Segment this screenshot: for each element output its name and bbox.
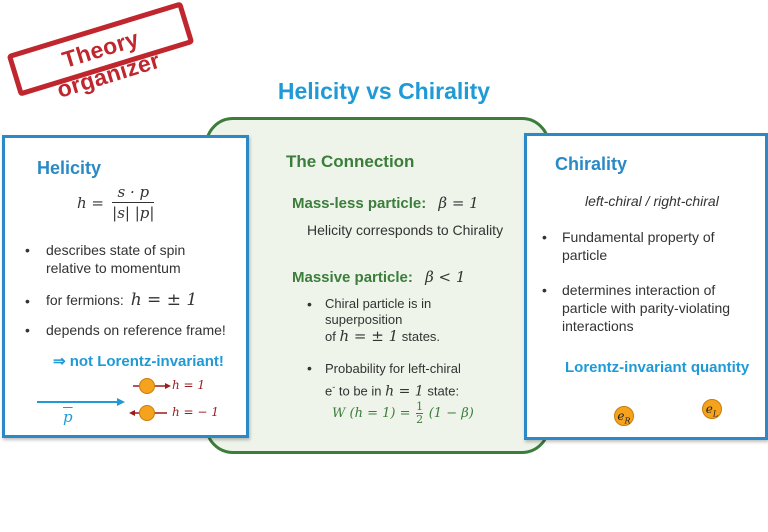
massless-text: Helicity corresponds to Chirality — [307, 222, 504, 238]
chirality-heading: Chirality — [555, 154, 628, 174]
helicity-bullet-fermions: for fermions: h = ± 1 — [46, 290, 198, 310]
particle-upper — [139, 378, 155, 394]
massive-condition: β < 1 — [425, 268, 466, 286]
helicity-bullet-spin: describes state of spin relative to mome… — [46, 242, 186, 276]
fermion-helicity-value: h = ± 1 — [130, 290, 198, 310]
chirality-bullet-interaction: determines interaction of particle with … — [562, 282, 731, 334]
chirality-subtitle: left-chiral / right-chiral — [585, 193, 719, 209]
massless-condition: β = 1 — [438, 194, 479, 212]
connection-heading: The Connection — [286, 152, 415, 171]
massive-bullet-probability: Probability for left-chiral e- to be in … — [325, 361, 461, 400]
particle-lower — [139, 405, 155, 421]
chirality-bullet-fundamental: Fundamental property of particle — [562, 229, 715, 263]
helicity-heading: Helicity — [37, 158, 102, 178]
spin-arrow-down-head — [129, 410, 135, 416]
chirality-panel: Chirality left-chiral / right-chiral • F… — [524, 133, 768, 440]
probability-formula: W (h = 1) = 1 2 (1 − β) — [332, 400, 474, 426]
helicity-minus-label: h = − 1 — [172, 405, 219, 419]
spin-arrow-up-head — [165, 383, 171, 389]
massless-label: Mass-less particle: β = 1 — [292, 194, 479, 212]
helicity-panel: Helicity h = s · p |s| |p| • describes s… — [2, 135, 249, 438]
helicity-formula: h = s · p |s| |p| — [77, 183, 155, 222]
page-title: Helicity vs Chirality — [277, 78, 491, 104]
helicity-bullet-frame: depends on reference frame! — [46, 322, 226, 338]
right-chiral-electron: eR — [614, 406, 634, 426]
chirality-conclusion: Lorentz-invariant quantity — [565, 359, 750, 376]
massive-label: Massive particle: β < 1 — [292, 268, 466, 286]
helicity-plus-label: h = 1 — [172, 378, 206, 392]
helicity-conclusion: ⇒ not Lorentz-invariant! — [53, 353, 224, 370]
connection-panel: The Connection Mass-less particle: β = 1… — [205, 117, 550, 454]
massive-bullet-superposition: Chiral particle is in superposition of h… — [325, 296, 441, 345]
left-chiral-electron: eL — [702, 399, 722, 419]
momentum-label: p — [63, 408, 73, 426]
momentum-arrow-head — [117, 398, 125, 406]
